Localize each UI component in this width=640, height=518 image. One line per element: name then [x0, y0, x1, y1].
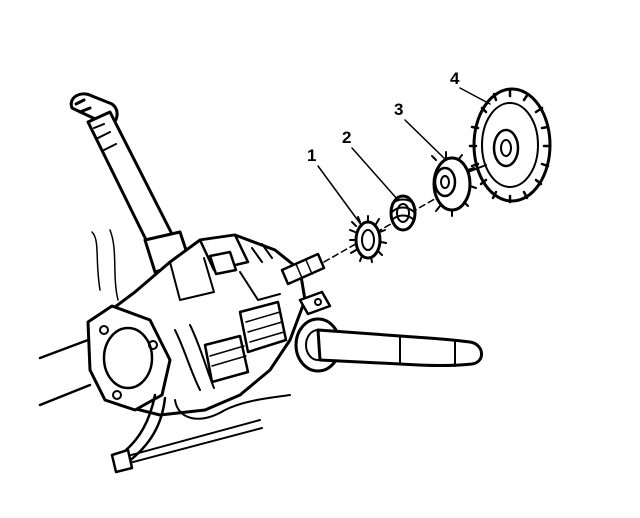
part-4-sensor-disc — [467, 87, 552, 204]
column-housing — [38, 229, 307, 417]
callout-3: 3 — [394, 100, 404, 119]
part-2-spring — [389, 194, 417, 232]
wiring-harness — [110, 324, 291, 474]
callout-2: 2 — [342, 128, 352, 147]
part-1-ring-gear — [349, 215, 387, 263]
upper-left-lever — [69, 92, 192, 274]
steering-shaft — [280, 195, 441, 286]
callout-4: 4 — [450, 69, 460, 88]
leader-lines — [317, 87, 491, 227]
part-3-hub — [431, 151, 477, 217]
right-lever — [294, 290, 483, 373]
callout-1: 1 — [307, 146, 317, 165]
